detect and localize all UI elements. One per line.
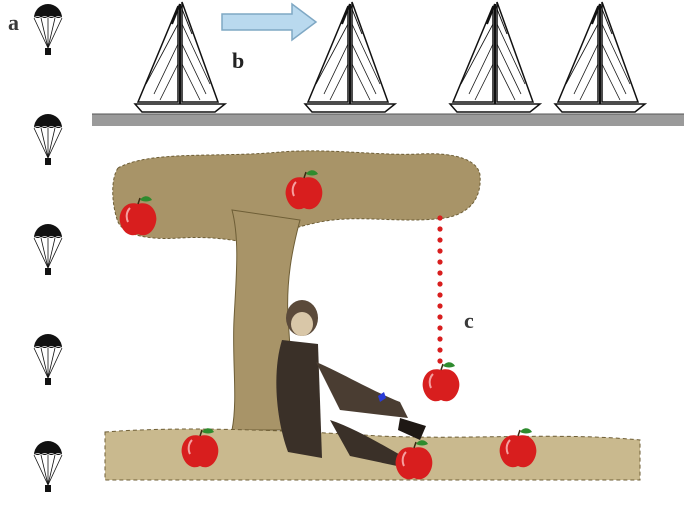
falling-path-dots [437, 215, 442, 363]
label-c: c [464, 308, 474, 334]
parachute-icon [34, 224, 62, 275]
apple-icon [423, 362, 460, 401]
parachute-icon [34, 334, 62, 385]
ground-surface [92, 114, 684, 126]
sailboat-icon [305, 2, 395, 112]
parachute-column [34, 4, 62, 492]
label-a: a [8, 10, 19, 36]
sailboat-row [135, 2, 645, 112]
sailboat-icon [555, 2, 645, 112]
parachute-icon [34, 4, 62, 55]
sailboat-icon [450, 2, 540, 112]
right-arrow-icon [222, 4, 316, 40]
sailboat-icon [135, 2, 225, 112]
parachute-icon [34, 441, 62, 492]
apple-icon [500, 428, 537, 467]
parachute-icon [34, 114, 62, 165]
label-b: b [232, 48, 244, 74]
